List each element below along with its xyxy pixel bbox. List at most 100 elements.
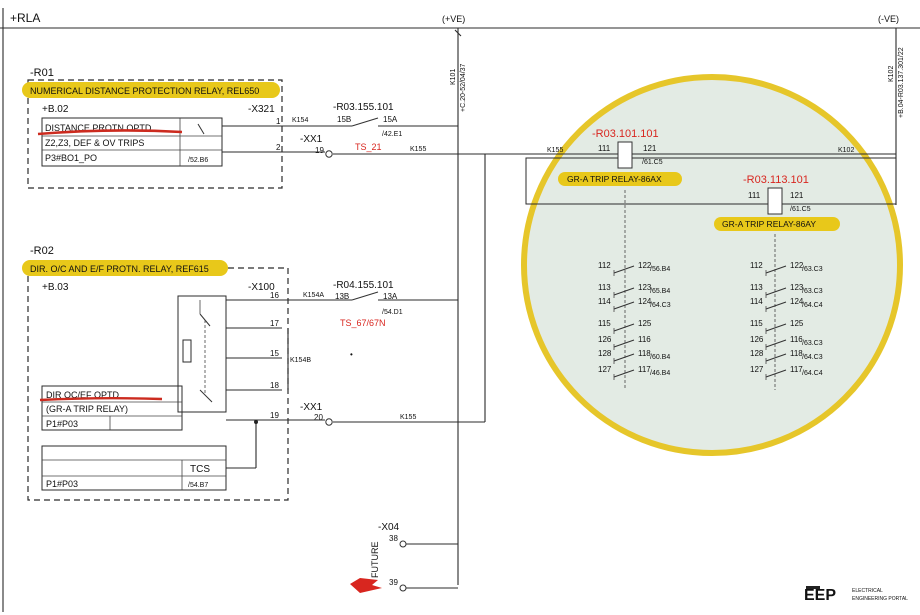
xx1-top-k155: K155 (410, 146, 426, 153)
red-mark-icon (350, 578, 382, 593)
relay-ax-contact-ref: /65.B4 (650, 288, 670, 295)
r01-terminal-x321: -X321 (248, 104, 275, 115)
xx1-top-label: -XX1 (300, 134, 323, 145)
relay-ay-contact-a: 113 (750, 283, 763, 292)
ts21-label: TS_21 (355, 142, 382, 152)
relay-ay-coil (767, 187, 783, 215)
xx1-bot-k155: K155 (400, 414, 416, 421)
logo-line2: ENGINEERING PORTAL (852, 596, 908, 602)
r02-line2: (GR-A TRIP RELAY) (46, 404, 128, 414)
relay-ay-label: -R03.113.101 (743, 174, 809, 186)
r01-line2: Z2,Z3, DEF & OV TRIPS (45, 138, 144, 148)
plus-ve-label: (+VE) (442, 14, 465, 24)
relay-ax-coil (617, 141, 633, 169)
r04-155-ref: /54.D1 (382, 309, 403, 316)
relay-ay-contact-ref: /63.C3 (802, 266, 823, 273)
relay-ay-k102: K102 (838, 147, 854, 154)
relay-ay-contact-switch (765, 301, 787, 310)
r02-location: +B.03 (42, 282, 69, 293)
bus-tick (454, 29, 462, 37)
r04-155-c1: 13B (335, 292, 349, 301)
relay-ay-contact-a: 114 (750, 297, 763, 306)
relay-ay-contact-a: 115 (750, 319, 763, 328)
relay-ax-contact-switch (613, 353, 635, 362)
r03-155-c2: 15A (383, 115, 398, 124)
x04-t39: 39 (389, 578, 398, 587)
r01-line1: DISTANCE PROTN.OPTD. (45, 123, 154, 133)
relay-ay-contact-ref: /63.C3 (802, 288, 823, 295)
relay-ax-contact-switch (613, 265, 635, 274)
relay-ax-contact-a: 115 (598, 319, 611, 328)
r02-relay-boundary (27, 267, 289, 501)
r04-155-contact (351, 291, 379, 301)
relay-ay-contact-b: 122 (790, 261, 804, 270)
k154-label: K154 (292, 117, 308, 124)
relay-ax-contact-b: 125 (638, 319, 652, 328)
relay-group-box (525, 157, 897, 205)
logo-line1: ELECTRICAL (852, 588, 883, 594)
relay-ax-contact-switch (613, 323, 635, 332)
relay-ax-contact-ref: /60.B4 (650, 354, 670, 361)
r02-t19: 19 (270, 411, 279, 420)
r01-location: +B.02 (42, 104, 69, 115)
r01-output-box (41, 117, 223, 167)
relay-ay-contact-switch (765, 369, 787, 378)
relay-ax-name: GR-A TRIP RELAY-86AX (567, 174, 662, 184)
tcs-ref: /54.B7 (188, 482, 208, 489)
r02-t16: 16 (270, 291, 279, 300)
relay-ay-contact-b: 124 (790, 297, 804, 306)
relay-ay-contact-switch (765, 265, 787, 274)
relay-ax-contact-switch (613, 301, 635, 310)
relay-ay-contact-a: 127 (750, 365, 764, 374)
relay-ay-highlight (714, 217, 840, 231)
terminal-x04-38 (399, 540, 407, 548)
relay-ay-contact-ref: /64.C3 (802, 354, 823, 361)
r03-155-label: -R03.155.101 (333, 102, 394, 113)
relay-ay-contact-switch (765, 323, 787, 332)
xx1-bot-term: 20 (314, 413, 323, 422)
relay-ay-contact-ref: /63.C3 (802, 340, 823, 347)
relay-ax-contact-switch (613, 339, 635, 348)
relay-ax-p111: 111 (598, 144, 611, 153)
relay-ax-contact-ref: /64.C3 (650, 302, 671, 309)
r02-resistor (182, 339, 192, 363)
r04-155-label: -R04.155.101 (333, 280, 394, 291)
relay-ax-contact-switch (613, 287, 635, 296)
relay-ay-contact-b: 118 (790, 349, 803, 358)
relay-ay-p121: 121 (790, 191, 804, 200)
relay-ax-contact-a: 113 (598, 283, 611, 292)
k154a-label: K154A (303, 292, 324, 299)
relay-ay-contact-switch (765, 353, 787, 362)
x04-t38: 38 (389, 534, 398, 543)
r01-contact (197, 123, 205, 135)
relay-ax-contact-b: 118 (638, 349, 651, 358)
k101-label: K101 (450, 69, 457, 85)
r02-switch-block (177, 295, 227, 413)
junction (254, 420, 258, 424)
tcs-label: TCS (190, 464, 210, 475)
r03-155-contact (351, 117, 379, 127)
k101-ref: +C.20-52/04/37 (460, 63, 467, 112)
relay-ay-name: GR-A TRIP RELAY-86AY (722, 219, 816, 229)
r02-t18: 18 (270, 381, 279, 390)
xx1-top-term: 19 (315, 146, 324, 155)
relay-ax-contact-ref: /56.B4 (650, 266, 670, 273)
tcs-p1: P1#P03 (46, 479, 78, 489)
r01-relay-boundary (27, 79, 283, 189)
r02-line1: DIR OC/EF OPTD (46, 390, 120, 400)
relay-ax-contact-a: 126 (598, 335, 612, 344)
r01-line3: P3#BO1_PO (45, 153, 97, 163)
relay-ax-p121: 121 (643, 144, 657, 153)
dot: • (350, 350, 353, 359)
r01-title: NUMERICAL DISTANCE PROTECTION RELAY, REL… (30, 86, 259, 96)
terminal-xx1-20 (325, 418, 333, 426)
relay-ax-contact-switch (613, 369, 635, 378)
relay-ax-contact-b: 123 (638, 283, 652, 292)
relay-ax-contact-b: 116 (638, 335, 651, 344)
relay-ax-contact-b: 117 (638, 365, 651, 374)
x04-label: -X04 (378, 522, 400, 533)
relay-ax-contact-b: 124 (638, 297, 652, 306)
magnifier-lens (521, 74, 903, 456)
future-label: FUTURE (370, 542, 380, 579)
